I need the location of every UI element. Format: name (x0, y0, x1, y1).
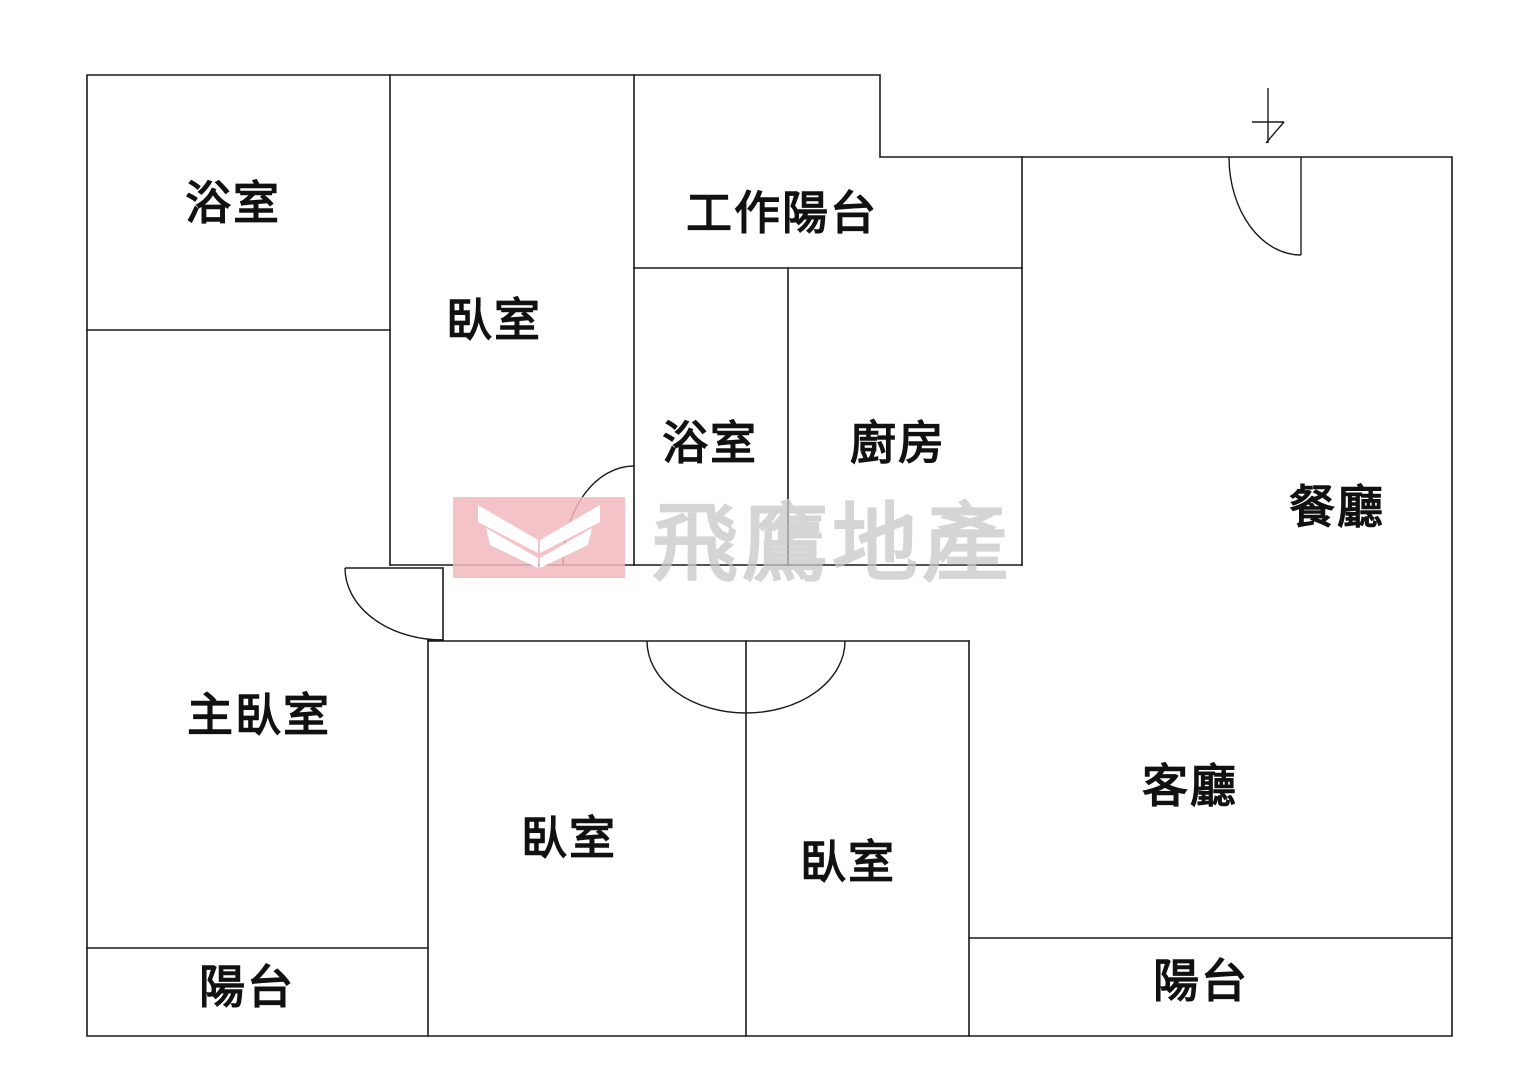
label-bath-nw: 浴室 (185, 176, 281, 230)
room-labels: 浴室 臥室 工作陽台 浴室 廚房 餐廳 主臥室 臥室 臥室 客廳 陽台 陽台 (185, 176, 1385, 1014)
doors (344, 156, 1302, 714)
eagle-wing-icon (478, 505, 600, 568)
label-balcony-w: 陽台 (199, 960, 295, 1014)
label-bedroom-se: 臥室 (800, 835, 896, 889)
entry-door (1228, 156, 1302, 256)
label-utility-balcony: 工作陽台 (686, 186, 878, 240)
label-master-bedroom: 主臥室 (187, 688, 331, 742)
bedroom-se-door (745, 640, 846, 714)
north-arrow-icon (1252, 88, 1285, 144)
label-kitchen: 廚房 (850, 416, 946, 470)
interior-walls (86, 74, 1453, 1037)
label-balcony-e: 陽台 (1153, 954, 1249, 1008)
label-bath-center: 浴室 (662, 416, 758, 470)
label-bedroom-n: 臥室 (446, 293, 542, 347)
label-living: 客廳 (1142, 759, 1238, 813)
watermark-text: 飛鷹地產 (652, 494, 1012, 594)
outer-walls (86, 74, 1453, 1037)
master-bedroom-door (344, 567, 444, 641)
label-bedroom-sc: 臥室 (521, 811, 617, 865)
label-dining: 餐廳 (1289, 480, 1385, 534)
watermark: 飛鷹地產 (453, 494, 1012, 594)
bedroom-sc-door (646, 640, 747, 714)
